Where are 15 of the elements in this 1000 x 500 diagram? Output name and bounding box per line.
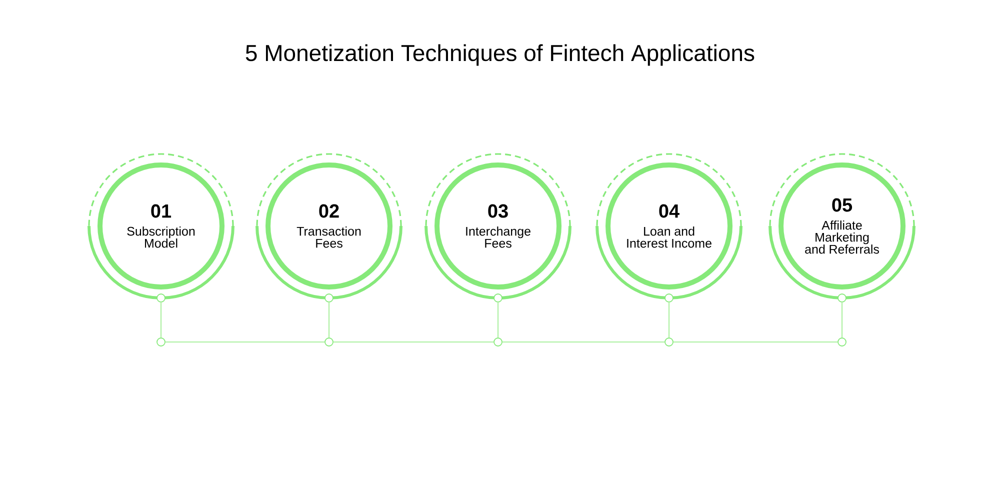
connector-line <box>165 341 325 343</box>
connector-line <box>328 302 330 338</box>
connector-line <box>668 302 670 338</box>
connector-line <box>160 302 162 338</box>
connector-line <box>841 302 843 338</box>
junction-dot <box>156 338 166 346</box>
junction-dot <box>324 338 334 346</box>
title: 5 Monetization Techniques of Fintech Applications <box>246 44 754 66</box>
connector-line <box>333 341 494 343</box>
junction-dot <box>838 338 846 346</box>
connector-line <box>673 341 838 343</box>
connector-line <box>502 341 665 343</box>
junction-dot <box>664 338 674 346</box>
connector-line <box>497 302 499 338</box>
junction-dot <box>494 338 502 346</box>
